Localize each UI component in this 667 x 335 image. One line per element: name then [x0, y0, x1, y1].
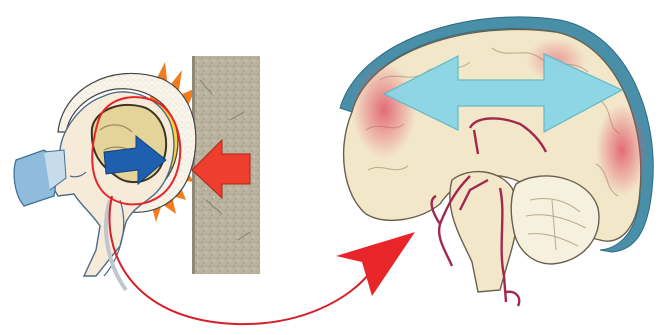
- oxygen-mask-icon: [14, 150, 66, 206]
- cerebellum: [511, 176, 599, 264]
- coup-bruise: [352, 62, 416, 158]
- brainstem: [450, 172, 517, 292]
- contrecoup-bruise: [596, 104, 648, 196]
- impact-panel: [14, 56, 260, 290]
